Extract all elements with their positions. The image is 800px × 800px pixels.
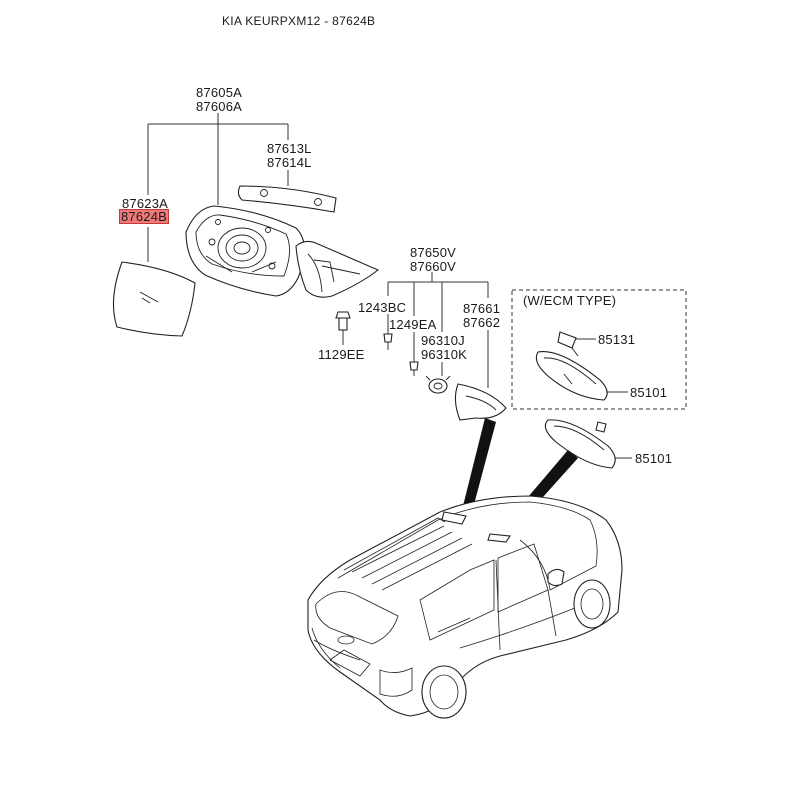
mirror-cover-part	[237, 185, 337, 213]
screw-1243bc	[383, 333, 393, 350]
inside-mirror	[544, 419, 616, 469]
label-87662[interactable]: 87662	[463, 315, 501, 330]
screw-1249ea	[409, 361, 419, 376]
vehicle-illustration	[307, 495, 623, 719]
label-87605a[interactable]: 87605A	[196, 85, 243, 100]
speaker-96310j	[425, 375, 451, 394]
pointer-arrow-outside	[462, 418, 496, 512]
label-ecm-type: (W/ECM TYPE)	[523, 293, 617, 308]
mirror-glass-part	[112, 261, 196, 337]
label-96310k[interactable]: 96310K	[421, 347, 468, 362]
label-87606a[interactable]: 87606A	[196, 99, 243, 114]
label-87623a[interactable]: 87623A	[122, 196, 169, 211]
leader-lines	[147, 113, 632, 459]
label-1243bc[interactable]: 1243BC	[358, 300, 407, 315]
label-87613l[interactable]: 87613L	[267, 141, 312, 156]
label-85131[interactable]: 85131	[598, 332, 636, 347]
ecm-inside-mirror	[535, 331, 608, 401]
label-87661[interactable]: 87661	[463, 301, 501, 316]
label-87624b-highlighted[interactable]: 87624B	[119, 209, 170, 224]
ecm-type-box	[511, 289, 687, 410]
label-87614l[interactable]: 87614L	[267, 155, 312, 170]
label-1249ea[interactable]: 1249EA	[389, 317, 437, 332]
label-87660v[interactable]: 87660V	[410, 259, 457, 274]
outside-mirror-assembly	[185, 205, 380, 298]
label-96310j[interactable]: 96310J	[421, 333, 465, 348]
label-85101-ecm[interactable]: 85101	[630, 385, 668, 400]
diagram-title: KIA KEURPXM12 - 87624B	[222, 14, 376, 28]
delta-cover-part	[454, 383, 507, 421]
bolt-1129ee	[335, 311, 351, 331]
label-1129ee[interactable]: 1129EE	[318, 347, 365, 362]
label-85101[interactable]: 85101	[635, 451, 673, 466]
label-87650v[interactable]: 87650V	[410, 245, 457, 260]
